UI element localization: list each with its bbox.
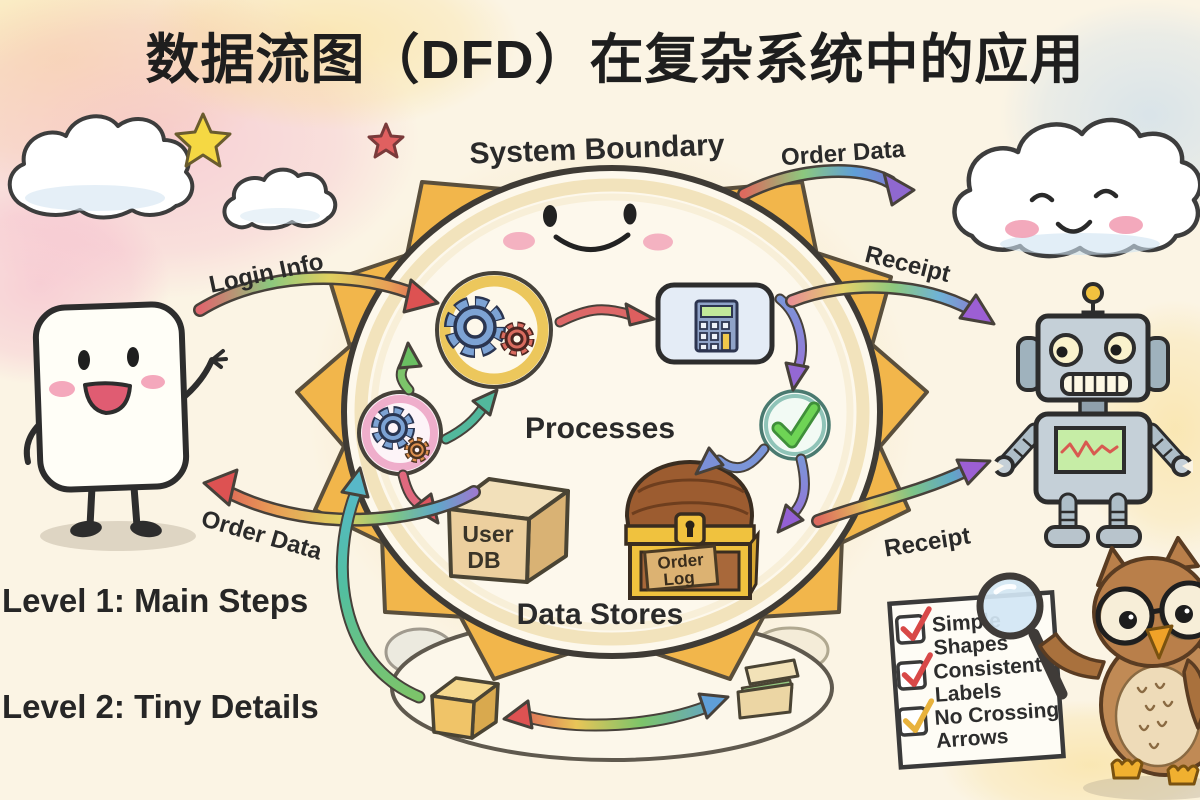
checklist-item3-line2: Arrows (935, 725, 1009, 753)
order-log-chest: Order Log (624, 460, 760, 600)
level2-mini-box (430, 676, 500, 740)
smiling-cloud-doodle (952, 117, 1200, 259)
small-process-gears (357, 390, 443, 476)
cloud-doodle-top-left (7, 114, 195, 220)
order-log-label-line1: Order (657, 550, 705, 573)
data-stores-label: Data Stores (517, 598, 684, 631)
external-flow-arrows (193, 163, 996, 704)
checklist-item2-line2: Labels (934, 679, 1002, 707)
cloud-doodle-small (222, 167, 338, 231)
check-icon-yellow-3 (902, 698, 935, 734)
check-icon-red-2 (901, 652, 933, 688)
owl-feet (1110, 758, 1200, 786)
level2-mini-chest (736, 658, 800, 720)
gear-icon-orange-mini (404, 437, 430, 463)
user-db-label-line1: User (462, 521, 513, 547)
gear-icon-blue-mini (371, 406, 415, 450)
gear-icon-red-small (499, 321, 535, 357)
user-db-box: User DB (447, 477, 570, 584)
magnifying-glass-icon (976, 572, 1068, 700)
user-db-label-line2: DB (467, 547, 500, 573)
yellow-star (174, 112, 232, 168)
owl-glasses-icon (1095, 580, 1200, 646)
sun-face (503, 203, 673, 252)
calculator-icon (655, 282, 775, 365)
processes-label: Processes (525, 412, 675, 445)
main-process-gears (435, 271, 553, 389)
level2-cycle-arrow (502, 692, 730, 732)
checkmark-circle-icon (759, 389, 831, 461)
level1-label: Level 1: Main Steps (2, 582, 308, 619)
page-title: 数据流图（DFD）在复杂系统中的应用 (146, 30, 1085, 90)
red-star (367, 122, 405, 159)
gear-icon-blue-large (444, 296, 506, 358)
order-log-label-line2: Log (663, 568, 696, 590)
owl-character (1038, 536, 1200, 800)
user-character (23, 301, 228, 551)
check-icon-red-1 (900, 606, 932, 641)
robot-character (993, 282, 1193, 548)
level2-label: Level 2: Tiny Details (2, 688, 319, 725)
